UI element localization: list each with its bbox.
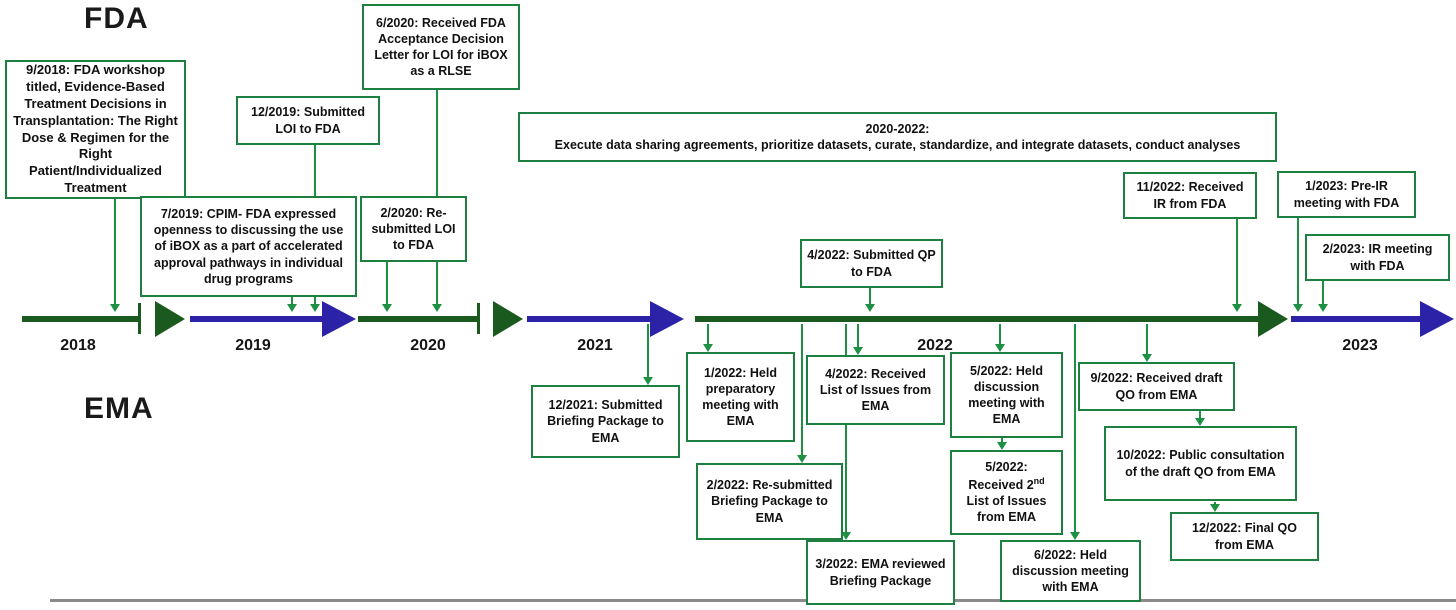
event-text: 4/2022: Received List of Issues from EMA bbox=[819, 366, 932, 414]
event-text: 2/2020: Re-submitted LOI to FDA bbox=[371, 205, 456, 253]
event-box-ema-2-2022-resubmitted-briefing: 2/2022: Re-submitted Briefing Package to… bbox=[696, 463, 843, 540]
connector-ema-2-2022 bbox=[797, 324, 807, 463]
fda-section-label: FDA bbox=[84, 2, 149, 35]
timeline-arrowhead-2018 bbox=[155, 301, 185, 337]
event-box-ema-1-2022-preparatory-meeting: 1/2022: Held preparatory meeting with EM… bbox=[686, 352, 795, 442]
connector-ema-10-2022 bbox=[1195, 410, 1205, 426]
connector-ema-5-2022-meeting bbox=[995, 324, 1005, 352]
event-text: 1/2022: Held preparatory meeting with EM… bbox=[702, 365, 779, 429]
timeline-arrowhead-2019 bbox=[322, 301, 356, 337]
event-text: 12/2022: Final QO from EMA bbox=[1192, 521, 1297, 552]
event-text: 7/2019: CPIM- FDA expressed openness to … bbox=[153, 206, 344, 286]
connector-fda-4-2022 bbox=[865, 286, 875, 312]
event-text-line2: Execute data sharing agreements, priorit… bbox=[554, 138, 1241, 152]
event-text: 12/2019: Submitted LOI to FDA bbox=[251, 105, 365, 136]
connector-fda-2-2023 bbox=[1318, 278, 1328, 312]
timeline-arrowhead-2023 bbox=[1420, 301, 1454, 337]
ema-section-label: EMA bbox=[84, 392, 154, 425]
event-box-fda-2-2020-resubmitted-loi: 2/2020: Re-submitted LOI to FDA bbox=[360, 196, 467, 262]
event-box-ema-3-2022-reviewed-briefing: 3/2022: EMA reviewed Briefing Package bbox=[806, 540, 955, 605]
event-text: 1/2023: Pre-IR meeting with FDA bbox=[1293, 179, 1400, 210]
event-box-fda-12-2019-submitted-loi: 12/2019: Submitted LOI to FDA bbox=[236, 96, 380, 145]
event-text: 10/2022: Public consultation of the draf… bbox=[1116, 448, 1285, 479]
bottom-divider-line bbox=[50, 599, 1456, 602]
event-text: 6/2022: Held discussion meeting with EMA bbox=[1012, 547, 1129, 595]
timeline-segment-2021 bbox=[527, 316, 650, 322]
event-box-fda-6-2020-acceptance-letter: 6/2020: Received FDA Acceptance Decision… bbox=[362, 4, 520, 90]
event-text: 9/2022: Received draft QO from EMA bbox=[1090, 371, 1223, 402]
year-label-2023: 2023 bbox=[1342, 337, 1378, 354]
year-label-2018: 2018 bbox=[60, 337, 96, 354]
event-box-ema-6-2022-discussion-meeting: 6/2022: Held discussion meeting with EMA bbox=[1000, 540, 1141, 602]
timeline-segment-2023 bbox=[1291, 316, 1420, 322]
event-text: 6/2020: Received FDA Acceptance Decision… bbox=[374, 15, 508, 79]
connector-ema-1-2022 bbox=[703, 324, 713, 352]
timeline-tick-2018 bbox=[138, 303, 141, 334]
connector-ema-4-2022 bbox=[853, 324, 863, 355]
connector-ema-9-2022 bbox=[1142, 324, 1152, 362]
event-text: 5/2022: Received 2nd List of Issues from… bbox=[957, 459, 1056, 525]
connector-fda-1-2023 bbox=[1293, 215, 1303, 312]
event-box-ema-4-2022-list-of-issues: 4/2022: Received List of Issues from EMA bbox=[806, 355, 945, 425]
event-box-ema-10-2022-public-consultation: 10/2022: Public consultation of the draf… bbox=[1104, 426, 1297, 501]
event-text-suffix: List of Issues from EMA bbox=[966, 494, 1047, 525]
year-label-2019: 2019 bbox=[235, 337, 271, 354]
connector-ema-3-2022 bbox=[841, 324, 851, 540]
year-label-2020: 2020 bbox=[410, 337, 446, 354]
timeline-segment-2020 bbox=[358, 316, 477, 322]
timeline-arrowhead-2021 bbox=[650, 301, 684, 337]
event-text-line1: 2020-2022: bbox=[865, 121, 930, 136]
connector-ema-12-2022 bbox=[1210, 502, 1220, 512]
connector-fda-2-2020 bbox=[382, 260, 392, 312]
year-label-2021: 2021 bbox=[577, 337, 613, 354]
event-text: 9/2018: FDA workshop titled, Evidence-Ba… bbox=[13, 61, 178, 196]
timeline-arrowhead-2022 bbox=[1258, 301, 1288, 337]
event-box-ema-5-2022-second-list-of-issues: 5/2022: Received 2nd List of Issues from… bbox=[950, 450, 1063, 535]
year-label-2022: 2022 bbox=[917, 337, 953, 354]
event-box-ema-12-2022-final-qo: 12/2022: Final QO from EMA bbox=[1170, 512, 1319, 561]
connector-ema-6-2022 bbox=[1070, 324, 1080, 540]
event-text-prefix: 5/2022: Received 2 bbox=[968, 460, 1034, 492]
timeline-tick-2020 bbox=[477, 303, 480, 334]
event-text: 11/2022: Received IR from FDA bbox=[1136, 180, 1244, 211]
event-text: 2/2022: Re-submitted Briefing Package to… bbox=[706, 478, 833, 525]
event-box-2020-2022-data-activities: 2020-2022: Execute data sharing agreemen… bbox=[518, 112, 1277, 162]
event-box-ema-5-2022-discussion-meeting: 5/2022: Held discussion meeting with EMA bbox=[950, 352, 1063, 438]
event-text: 3/2022: EMA reviewed Briefing Package bbox=[815, 557, 946, 588]
event-text: 12/2021: Submitted Briefing Package to E… bbox=[547, 398, 664, 445]
connector-ema-5-2022-second-list bbox=[997, 438, 1007, 450]
connector-fda-11-2022 bbox=[1232, 216, 1242, 312]
event-text: 2/2023: IR meeting with FDA bbox=[1322, 242, 1433, 273]
event-box-ema-9-2022-draft-qo: 9/2022: Received draft QO from EMA bbox=[1078, 362, 1235, 411]
event-box-fda-11-2022-received-ir: 11/2022: Received IR from FDA bbox=[1123, 172, 1257, 219]
event-box-ema-12-2021-briefing-package: 12/2021: Submitted Briefing Package to E… bbox=[531, 385, 680, 458]
timeline-arrowhead-2020 bbox=[493, 301, 523, 337]
timeline-segment-2018 bbox=[22, 316, 139, 322]
event-box-fda-7-2019-cpim: 7/2019: CPIM- FDA expressed openness to … bbox=[140, 196, 357, 297]
event-text-superscript: nd bbox=[1033, 475, 1045, 486]
connector-fda-7-2019 bbox=[287, 296, 297, 312]
event-text: 5/2022: Held discussion meeting with EMA bbox=[968, 363, 1045, 427]
event-box-fda-4-2022-submitted-qp: 4/2022: Submitted QP to FDA bbox=[800, 239, 943, 288]
event-box-fda-9-2018-workshop: 9/2018: FDA workshop titled, Evidence-Ba… bbox=[5, 60, 186, 199]
connector-fda-9-2018 bbox=[110, 198, 120, 312]
event-text: 4/2022: Submitted QP to FDA bbox=[807, 248, 936, 279]
event-box-fda-2-2023-ir-meeting: 2/2023: IR meeting with FDA bbox=[1305, 234, 1450, 281]
timeline-segment-2022 bbox=[695, 316, 1258, 322]
event-box-fda-1-2023-pre-ir-meeting: 1/2023: Pre-IR meeting with FDA bbox=[1277, 171, 1416, 218]
connector-ema-12-2021 bbox=[643, 324, 653, 385]
timeline-segment-2019 bbox=[190, 316, 322, 322]
